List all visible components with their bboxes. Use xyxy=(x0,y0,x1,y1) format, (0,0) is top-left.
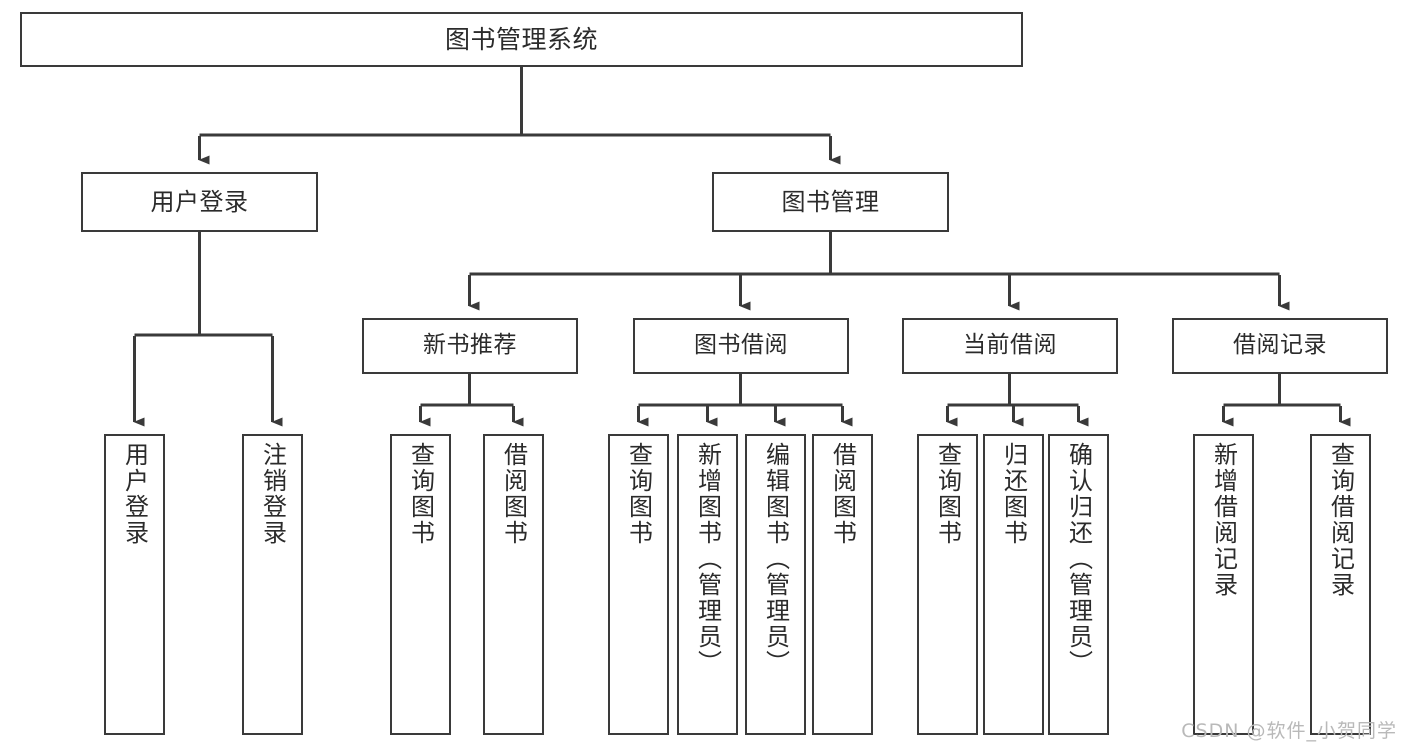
node-leaf-rec-query-book[interactable]: 查询图书 xyxy=(390,434,451,735)
edge-new-book-rec-to-leaves xyxy=(419,374,524,427)
node-leaf-user-logout[interactable]: 注销登录 xyxy=(242,434,303,735)
node-leaf-borrow-edit-book[interactable]: 编辑图书（管理员） xyxy=(745,434,806,735)
node-label: 编辑图书（管理员） xyxy=(761,442,790,676)
node-current-loans[interactable]: 当前借阅 xyxy=(902,318,1118,374)
node-leaf-current-confirm-return[interactable]: 确认归还（管理员） xyxy=(1048,434,1109,735)
node-label: 新增借阅记录 xyxy=(1209,442,1238,598)
edge-book-borrow-to-leaves xyxy=(637,374,853,427)
node-root-system[interactable]: 图书管理系统 xyxy=(20,12,1023,67)
node-leaf-rec-borrow-book[interactable]: 借阅图书 xyxy=(483,434,544,735)
node-label: 注销登录 xyxy=(258,442,287,546)
node-leaf-user-login[interactable]: 用户登录 xyxy=(104,434,165,735)
node-label: 查询图书 xyxy=(624,442,653,546)
node-label: 图书借阅 xyxy=(694,332,788,359)
node-label: 新书推荐 xyxy=(423,332,517,359)
node-leaf-borrow-add-book[interactable]: 新增图书（管理员） xyxy=(677,434,738,735)
node-label: 图书管理 xyxy=(781,187,880,216)
edge-book-manage-to-level2 xyxy=(468,232,1290,311)
node-label: 确认归还（管理员） xyxy=(1064,442,1093,676)
node-label: 借阅图书 xyxy=(499,442,528,546)
edge-loan-record-to-leaves xyxy=(1222,374,1351,427)
node-leaf-borrow-query-book[interactable]: 查询图书 xyxy=(608,434,669,735)
node-label: 查询图书 xyxy=(406,442,435,546)
node-leaf-current-query-book[interactable]: 查询图书 xyxy=(917,434,978,735)
node-label: 用户登录 xyxy=(150,187,249,216)
node-loan-records[interactable]: 借阅记录 xyxy=(1172,318,1388,374)
node-label: 借阅记录 xyxy=(1233,332,1327,359)
node-label: 借阅图书 xyxy=(828,442,857,546)
edge-root-to-level1 xyxy=(198,67,841,165)
edge-current-loan-to-leaves xyxy=(946,374,1089,427)
node-label: 图书管理系统 xyxy=(444,24,598,54)
node-label: 查询借阅记录 xyxy=(1326,442,1355,598)
node-leaf-current-return-book[interactable]: 归还图书 xyxy=(983,434,1044,735)
node-new-book-recommendation[interactable]: 新书推荐 xyxy=(362,318,578,374)
node-leaf-borrow-borrow-book[interactable]: 借阅图书 xyxy=(812,434,873,735)
edge-user-login-to-leaves xyxy=(133,232,283,427)
node-label: 当前借阅 xyxy=(963,332,1057,359)
node-label: 新增图书（管理员） xyxy=(693,442,722,676)
node-label: 归还图书 xyxy=(999,442,1028,546)
node-book-management[interactable]: 图书管理 xyxy=(712,172,949,232)
node-label: 查询图书 xyxy=(933,442,962,546)
node-user-login[interactable]: 用户登录 xyxy=(81,172,318,232)
node-leaf-record-add[interactable]: 新增借阅记录 xyxy=(1193,434,1254,735)
node-book-borrowing[interactable]: 图书借阅 xyxy=(633,318,849,374)
node-leaf-record-query[interactable]: 查询借阅记录 xyxy=(1310,434,1371,735)
node-label: 用户登录 xyxy=(120,442,149,546)
